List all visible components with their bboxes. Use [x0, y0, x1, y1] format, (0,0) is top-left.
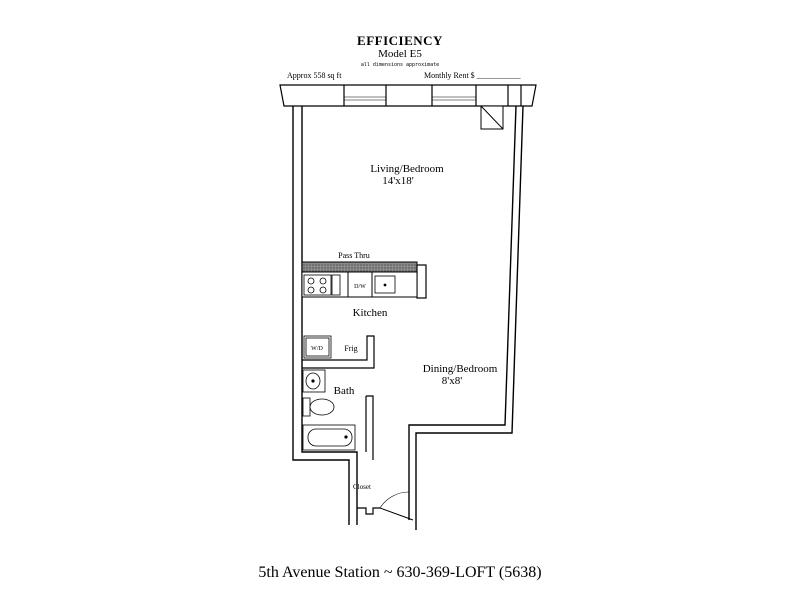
pass-thru-counter — [301, 261, 418, 273]
toilet-icon — [302, 397, 335, 417]
contact-footer: 5th Avenue Station ~ 630-369-LOFT (5638) — [258, 564, 542, 581]
closet-walls — [357, 507, 380, 515]
model-label: Model E5 — [378, 48, 422, 60]
vanity-icon — [302, 369, 326, 393]
bath-walls — [365, 395, 374, 460]
kitchen-label: Kitchen — [353, 307, 388, 319]
fridge-label: Frig — [344, 344, 357, 353]
corner-cabinet — [480, 105, 504, 130]
living-room-name: Living/Bedroom — [370, 163, 444, 175]
closet-label: Closet — [353, 483, 371, 491]
sink-icon — [374, 275, 396, 294]
window-band — [279, 84, 537, 107]
area-label: Approx 558 sq ft — [287, 71, 342, 80]
washer-dryer-unit — [303, 335, 332, 359]
washer-dryer-label: W/D — [311, 346, 323, 352]
plan-title: EFFICIENCY — [357, 33, 443, 48]
dining-room-size: 8'x8' — [442, 375, 462, 387]
bathtub-icon — [302, 424, 356, 451]
living-room-size: 14'x18' — [382, 175, 413, 187]
entry-door — [379, 491, 414, 521]
kitchen-wall — [302, 335, 375, 369]
dishwasher-label: D/W — [354, 284, 366, 290]
kitchen-end-wall — [416, 264, 427, 299]
bath-label: Bath — [334, 385, 355, 397]
rent-label: Monthly Rent $ ___________ — [424, 71, 521, 80]
dimensions-note: all dimensions approximate — [360, 62, 440, 68]
pass-thru-label: Pass Thru — [338, 251, 370, 260]
dining-room-name: Dining/Bedroom — [423, 363, 498, 375]
stove-icon — [303, 274, 341, 296]
